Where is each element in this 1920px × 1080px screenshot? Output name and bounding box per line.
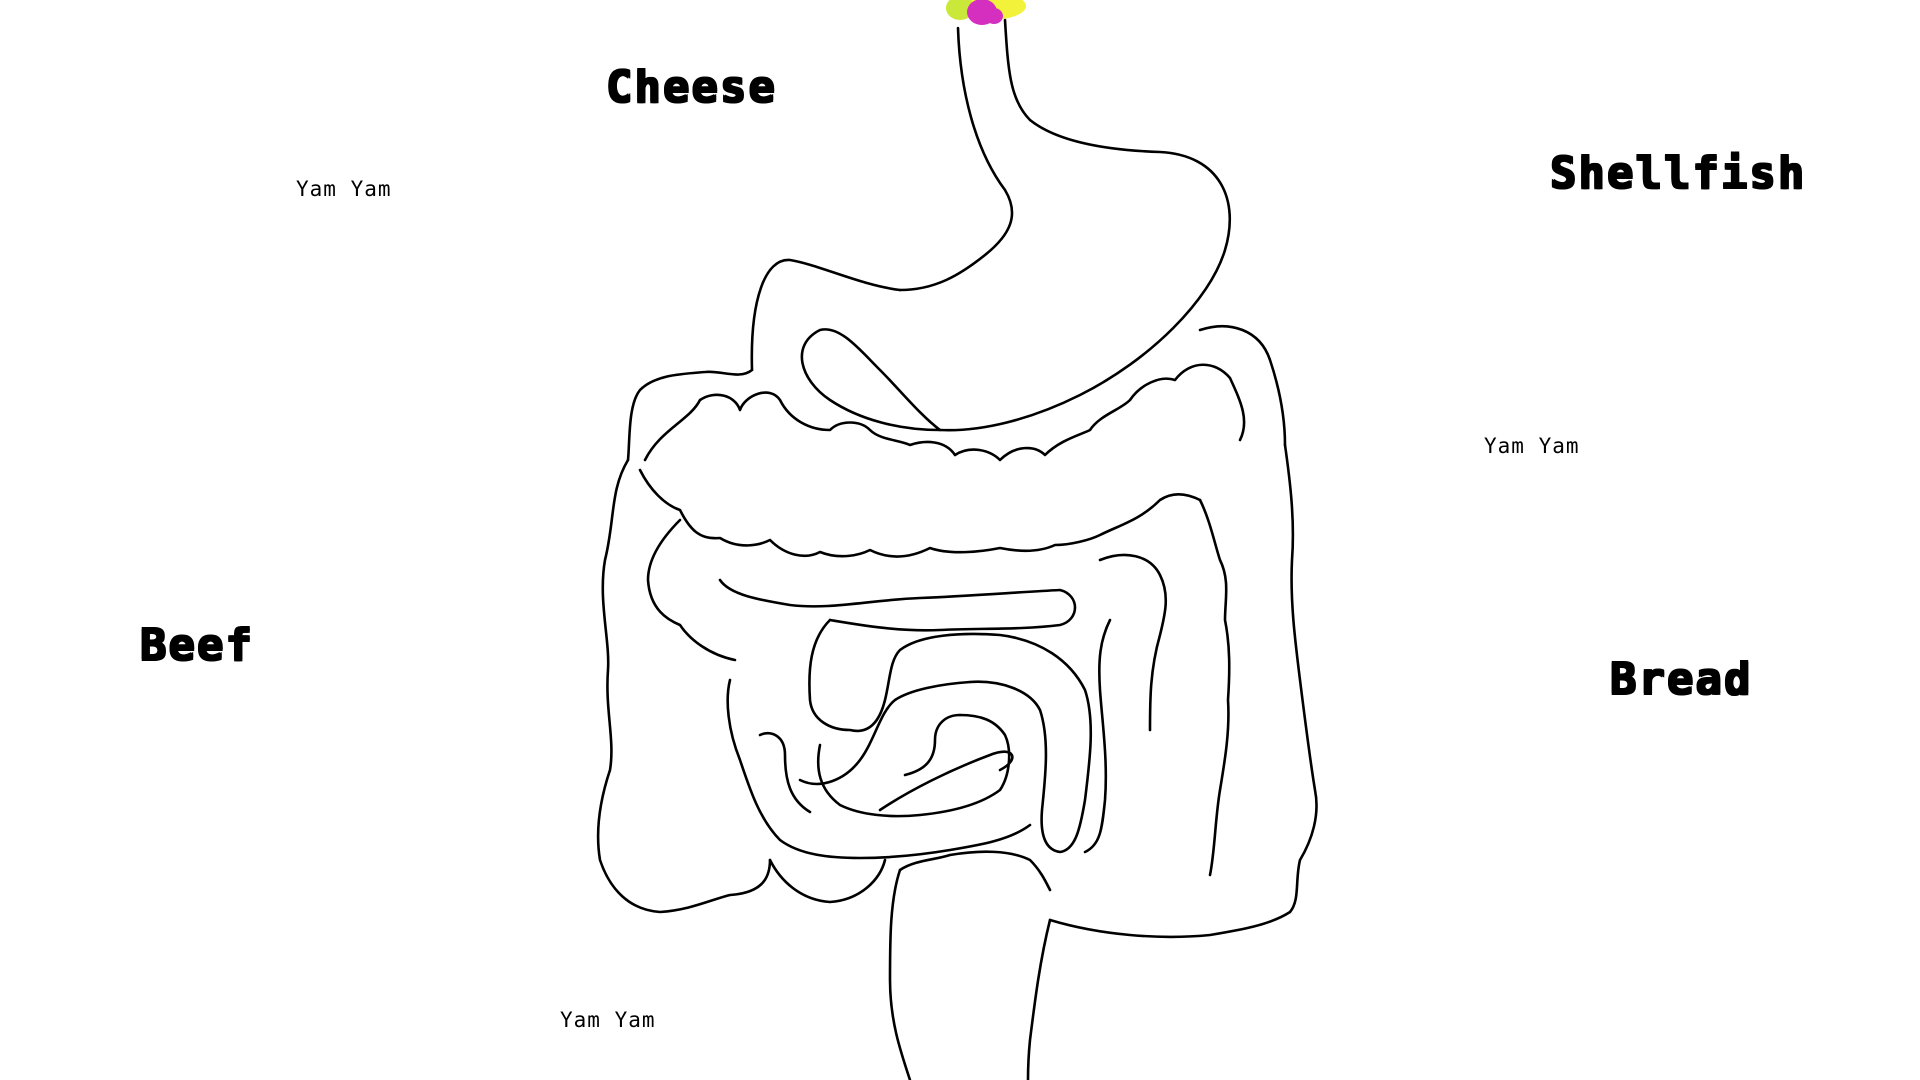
appendix <box>768 858 887 904</box>
stomach <box>750 258 902 372</box>
food-label-shellfish[interactable]: Shellfish <box>1550 148 1807 199</box>
esophagus <box>898 26 1014 292</box>
food-label-bread[interactable]: Bread <box>1610 654 1753 705</box>
yam-label-top-left: Yam Yam <box>296 177 392 201</box>
yam-label-bottom: Yam Yam <box>560 1008 656 1032</box>
large-intestine <box>626 368 754 462</box>
food-bolus-icon[interactable] <box>946 0 1026 25</box>
food-label-cheese[interactable]: Cheese <box>606 62 777 113</box>
food-label-beef[interactable]: Beef <box>140 620 254 671</box>
small-intestine <box>718 578 1077 632</box>
yam-label-right: Yam Yam <box>1484 434 1580 458</box>
rectum <box>888 868 912 1080</box>
